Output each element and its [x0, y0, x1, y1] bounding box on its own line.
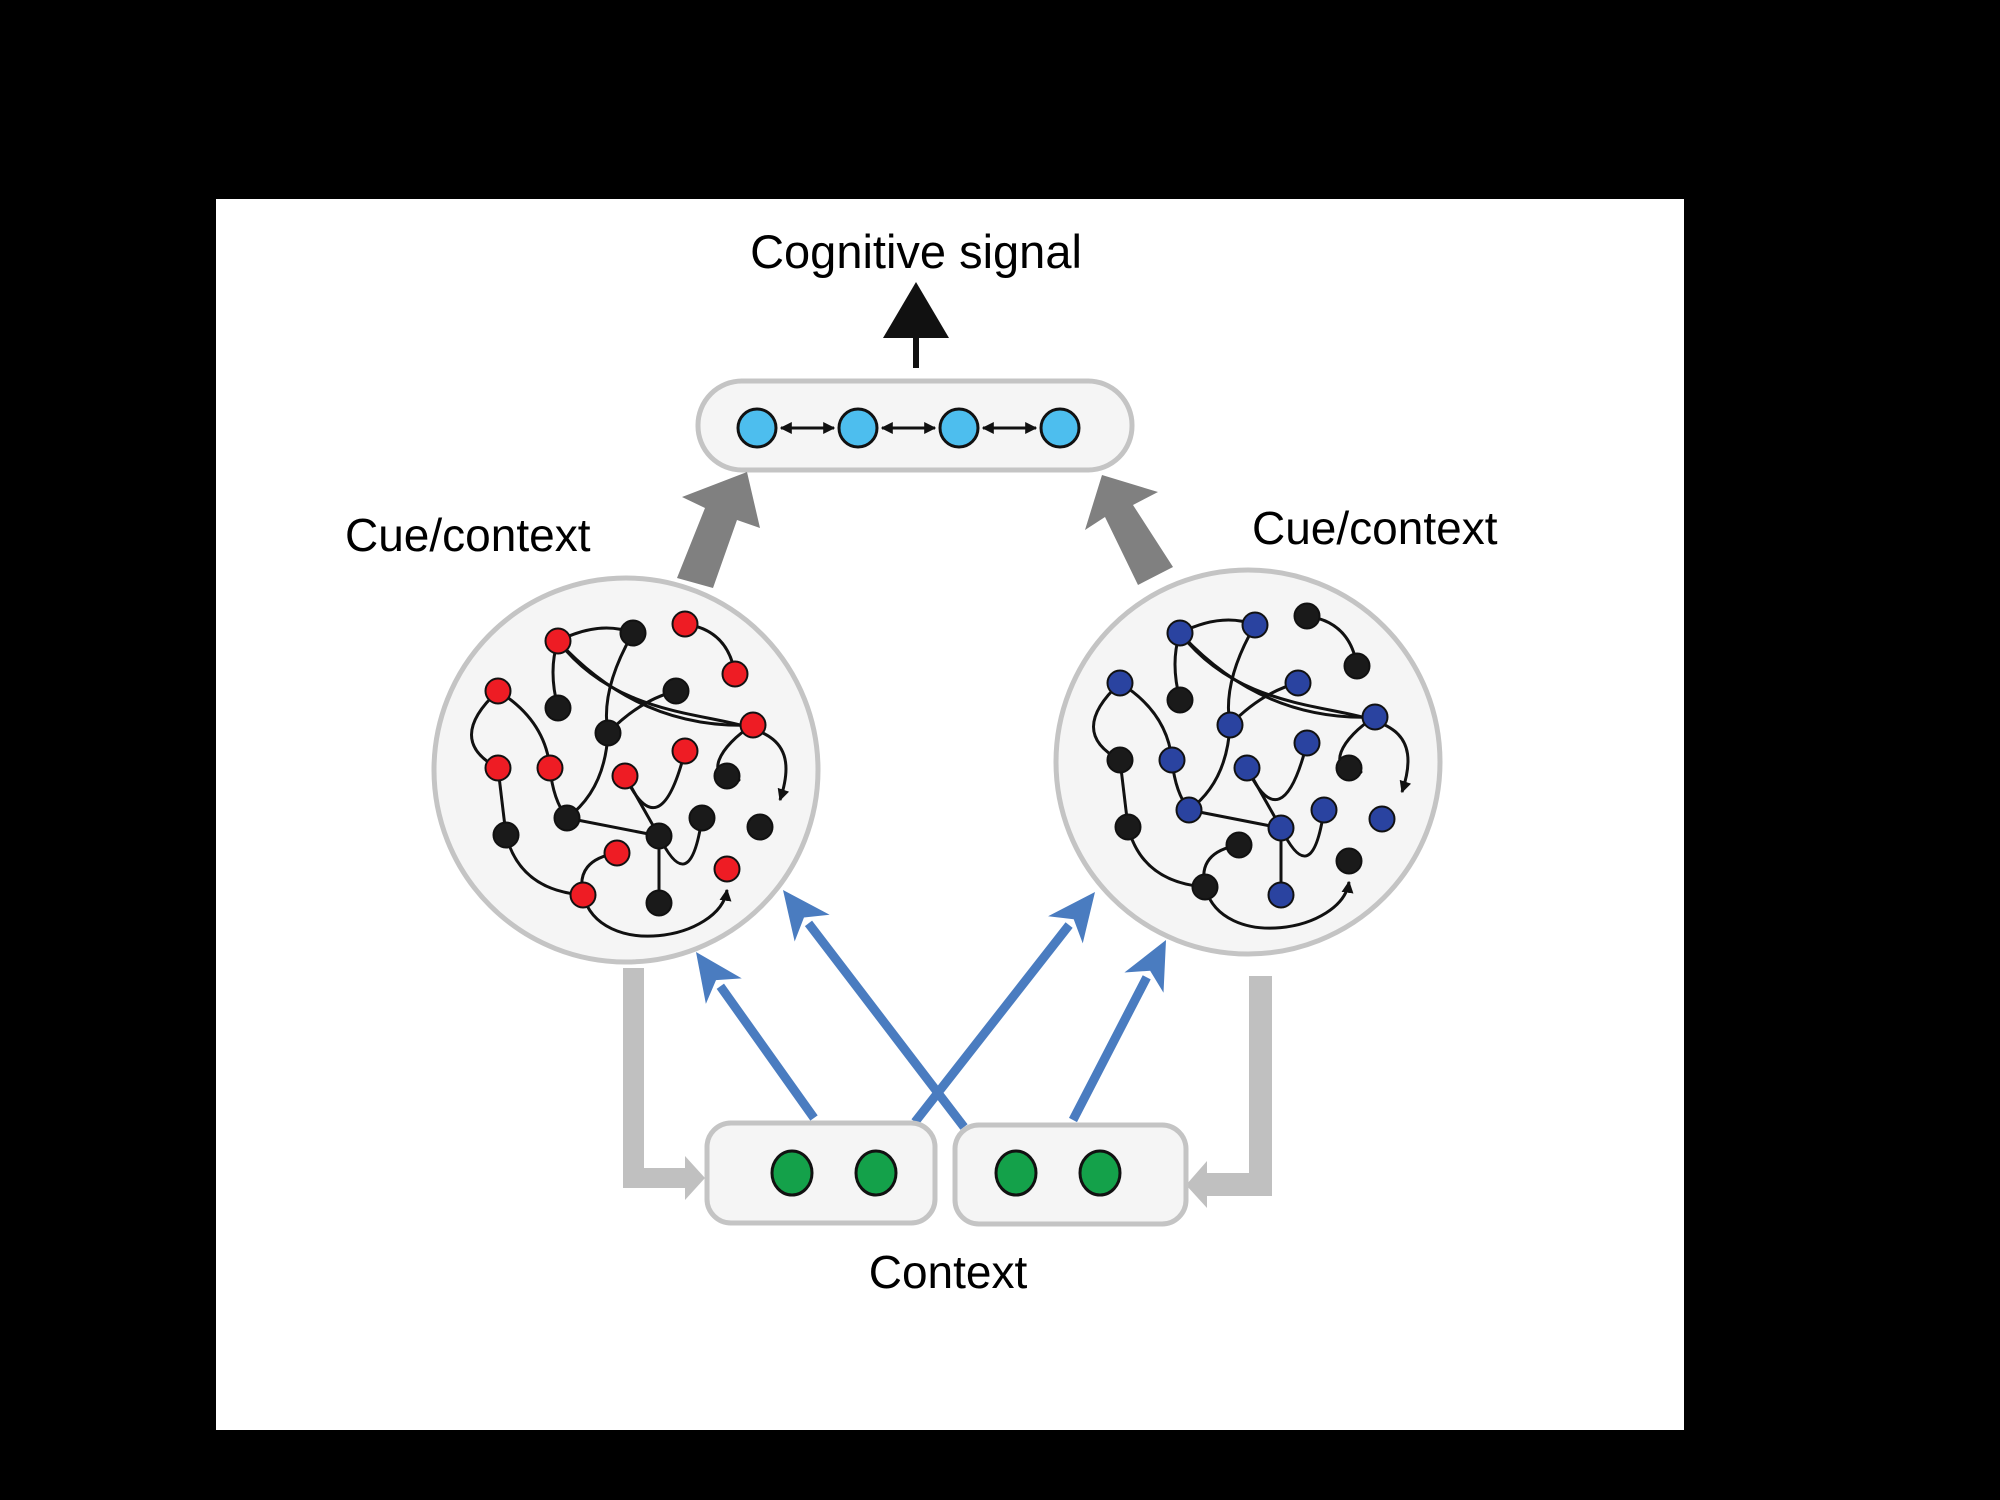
- inactive-neuron: [645, 889, 673, 917]
- active-neuron: [1267, 814, 1295, 842]
- readout-node: [837, 407, 879, 449]
- active-neuron: [484, 754, 512, 782]
- output-arrow-left: [677, 472, 760, 588]
- context-node: [994, 1149, 1038, 1197]
- context-node: [770, 1149, 814, 1197]
- inactive-neuron: [594, 719, 622, 747]
- context-node: [854, 1149, 898, 1197]
- inactive-neuron: [492, 821, 520, 849]
- inactive-neuron: [1293, 602, 1321, 630]
- inactive-neuron: [619, 619, 647, 647]
- inactive-neuron: [1114, 813, 1142, 841]
- inactive-neuron: [1335, 754, 1363, 782]
- active-neuron: [1310, 796, 1338, 824]
- active-neuron: [544, 627, 572, 655]
- active-neuron: [603, 839, 631, 867]
- active-neuron: [671, 737, 699, 765]
- cue-context-label-right: Cue/context: [1252, 502, 1498, 554]
- input-arrow-head: [1124, 940, 1166, 993]
- inactive-neuron: [662, 677, 690, 705]
- input-arrow: [696, 952, 818, 1121]
- readout-layer: [736, 407, 1081, 449]
- input-arrow-head: [696, 952, 742, 1004]
- inactive-neuron: [688, 804, 716, 832]
- inactive-neuron: [713, 762, 741, 790]
- active-neuron: [1241, 611, 1269, 639]
- cognitive-signal-label: Cognitive signal: [750, 225, 1082, 278]
- context-input-arrows: [696, 890, 1166, 1130]
- active-neuron: [1267, 881, 1295, 909]
- input-arrow-shaft: [716, 983, 818, 1121]
- cue-context-label-left: Cue/context: [345, 509, 591, 561]
- active-neuron: [1175, 796, 1203, 824]
- synapse-edge: [556, 640, 790, 802]
- active-neuron: [1284, 669, 1312, 697]
- readout-node: [1039, 407, 1081, 449]
- context-node: [1078, 1149, 1122, 1197]
- input-arrow: [1069, 940, 1166, 1123]
- inactive-neuron: [1343, 652, 1371, 680]
- active-neuron: [739, 711, 767, 739]
- active-neuron: [1106, 669, 1134, 697]
- inactive-neuron: [645, 822, 673, 850]
- context-label: Context: [869, 1246, 1028, 1298]
- synapse-edge: [623, 749, 689, 809]
- cognitive-signal-arrow: [883, 282, 949, 368]
- inactive-neuron: [1225, 831, 1253, 859]
- synapse-edge: [581, 888, 732, 938]
- readout-node: [938, 407, 980, 449]
- active-neuron: [1158, 746, 1186, 774]
- recurrent-network-left: [470, 610, 790, 938]
- synapse-edge: [566, 816, 661, 840]
- inactive-neuron: [746, 813, 774, 841]
- output-arrow-right: [1085, 475, 1173, 585]
- feedback-arrow-left: [623, 968, 705, 1200]
- context-container-right: [952, 1122, 1189, 1227]
- active-neuron: [1361, 703, 1389, 731]
- recurrent-network-right: [1092, 602, 1412, 930]
- active-neuron: [484, 677, 512, 705]
- readout-node: [736, 407, 778, 449]
- synapse-edge: [1188, 808, 1283, 832]
- inactive-neuron: [1166, 686, 1194, 714]
- active-neuron: [1293, 729, 1321, 757]
- active-neuron: [1216, 711, 1244, 739]
- active-neuron: [611, 762, 639, 790]
- inactive-neuron: [1191, 873, 1219, 901]
- active-neuron: [671, 610, 699, 638]
- active-neuron: [1368, 805, 1396, 833]
- inactive-neuron: [544, 694, 572, 722]
- active-neuron: [1166, 619, 1194, 647]
- synapse-edge: [1203, 880, 1354, 930]
- inactive-neuron: [553, 804, 581, 832]
- input-arrow-shaft: [911, 922, 1073, 1125]
- active-neuron: [536, 754, 564, 782]
- context-container-left: [704, 1120, 938, 1226]
- inactive-neuron: [1106, 746, 1134, 774]
- input-arrow-head: [1048, 892, 1095, 944]
- input-arrow-shaft: [1069, 975, 1151, 1123]
- synapse-edge: [1245, 741, 1311, 801]
- inactive-neuron: [1335, 847, 1363, 875]
- synapse-edge: [1178, 632, 1412, 794]
- input-arrow: [911, 892, 1095, 1125]
- active-neuron: [1233, 754, 1261, 782]
- active-neuron: [721, 660, 749, 688]
- feedback-arrow-right: [1186, 976, 1272, 1208]
- active-neuron: [713, 855, 741, 883]
- input-arrow-head: [783, 890, 830, 942]
- active-neuron: [569, 881, 597, 909]
- context-layer: [770, 1149, 1122, 1197]
